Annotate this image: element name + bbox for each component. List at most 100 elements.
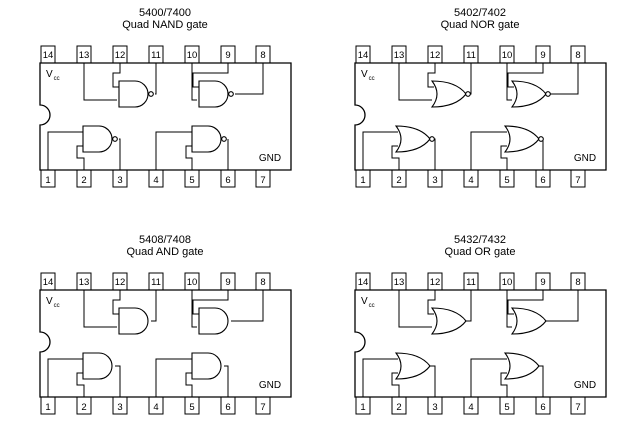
chip-part-number: 5400/7400 (139, 7, 191, 19)
pin-label-bottom: 2 (396, 402, 401, 413)
pin-label-top: 14 (43, 277, 54, 288)
gnd-label: GND (259, 153, 281, 164)
nand-gate-3 (82, 125, 118, 153)
nor-gate-4 (503, 125, 544, 153)
pin-label-bottom: 5 (189, 402, 194, 413)
vcc-main: V (361, 296, 368, 307)
inverter-bubble (112, 136, 118, 142)
gate-3-wiring (362, 358, 436, 397)
pin-label-top: 11 (151, 277, 161, 288)
output-wire (466, 290, 472, 322)
gate-body (191, 125, 222, 153)
input-wire-b (112, 63, 121, 88)
input-wire-b (391, 145, 400, 170)
input-wire-b (500, 372, 508, 397)
output-wire (231, 290, 264, 322)
pin-label-bottom: 6 (540, 175, 545, 186)
vcc-main: V (46, 296, 53, 307)
and-gate-4 (191, 352, 222, 380)
vcc-label: Vcc (46, 69, 60, 82)
input-wire-b (507, 63, 544, 88)
inverter-bubble (465, 91, 471, 97)
gate-4-wiring (155, 131, 229, 170)
pin-label-bottom: 5 (504, 175, 509, 186)
nor-gate-2 (510, 80, 551, 108)
gate-body (118, 307, 149, 335)
input-wire-a (362, 358, 398, 397)
pin-label-top: 8 (260, 50, 265, 61)
input-wire-a (155, 358, 192, 397)
pin-label-bottom: 2 (396, 175, 401, 186)
pin-label-bottom: 1 (45, 175, 50, 186)
vcc-sub: cc (54, 76, 60, 82)
input-wire-b (76, 372, 85, 397)
gate-body (510, 80, 547, 108)
nand-gate-4 (191, 125, 227, 153)
gate-2-wiring (506, 63, 579, 101)
chip-body (39, 62, 292, 171)
nor-gate-3 (394, 125, 435, 153)
pin-label-top: 14 (43, 50, 54, 61)
pin-label-bottom: 4 (468, 175, 473, 186)
input-wire-b (76, 145, 85, 170)
gate-body (82, 352, 113, 380)
pin-label-top: 10 (502, 277, 513, 288)
pin-label-top: 10 (502, 50, 513, 61)
pin-label-top: 12 (115, 50, 126, 61)
input-wire-a (47, 131, 83, 170)
or-gate-3 (394, 352, 431, 380)
inverter-bubble (148, 91, 154, 97)
gate-body (198, 307, 229, 335)
pin-label-bottom: 4 (153, 175, 158, 186)
pin-label-top: 9 (225, 277, 230, 288)
gate-4-wiring (470, 358, 544, 397)
pin-label-bottom: 3 (117, 402, 122, 413)
input-wire-b (500, 145, 508, 170)
pin-label-top: 12 (430, 50, 441, 61)
and-gate-3 (82, 352, 113, 380)
input-wire-b (185, 145, 193, 170)
pin-label-top: 9 (540, 50, 545, 61)
pin-label-top: 9 (540, 277, 545, 288)
or-gate-1 (430, 307, 467, 335)
output-wire (115, 365, 121, 397)
pin-label-top: 12 (115, 277, 126, 288)
input-wire-a (191, 290, 197, 328)
chip-part-number: 5408/7408 (139, 234, 191, 246)
gnd-label: GND (574, 380, 596, 391)
pin-label-top: 11 (466, 50, 476, 61)
output-wire (155, 63, 157, 95)
pin-label-top: 13 (79, 50, 90, 61)
or-gate-4 (503, 352, 540, 380)
chip-body (354, 62, 607, 171)
vcc-sub: cc (54, 303, 60, 309)
input-wire-a (398, 63, 432, 101)
pin-label-top: 14 (358, 50, 369, 61)
pin-label-bottom: 7 (575, 402, 580, 413)
gate-4-wiring (470, 131, 544, 170)
pin-label-top: 13 (79, 277, 90, 288)
pin-label-top: 13 (394, 277, 405, 288)
output-wire (235, 63, 264, 95)
gate-1-wiring (398, 290, 472, 328)
pin-label-top: 11 (466, 277, 476, 288)
pin-label-top: 14 (358, 277, 369, 288)
input-wire-b (507, 290, 544, 315)
inverter-bubble (221, 136, 227, 142)
input-wire-a (47, 358, 83, 397)
pin-label-top: 10 (187, 277, 198, 288)
inverter-bubble (429, 136, 435, 142)
chip-title: Quad AND gate (126, 246, 203, 258)
output-wire (119, 138, 121, 170)
nor-gate-1 (430, 80, 471, 108)
vcc-label: Vcc (361, 296, 375, 309)
pin-label-bottom: 3 (117, 175, 122, 186)
output-wire (224, 365, 229, 397)
input-wire-a (83, 63, 117, 101)
gate-body (82, 125, 113, 153)
nand-gate-2 (198, 80, 234, 108)
gate-3-wiring (47, 358, 121, 397)
chip-body (354, 289, 607, 398)
